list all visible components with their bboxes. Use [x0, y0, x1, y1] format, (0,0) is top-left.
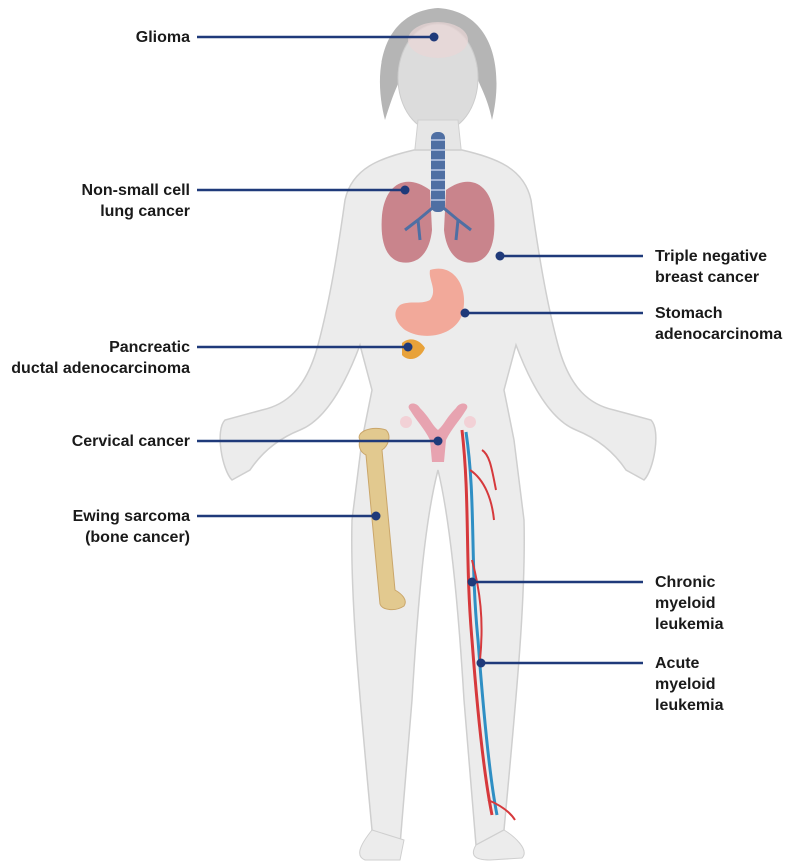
dot-glioma [429, 32, 439, 42]
label-pdac: Pancreatic ductal adenocarcinoma [11, 337, 190, 379]
label-stomach-line-1: Stomach [655, 305, 723, 322]
label-nsclc-line-1: Non-small cell [81, 182, 190, 199]
brain [408, 22, 468, 58]
label-cml-line-3: leukemia [655, 616, 724, 633]
dot-cervical [433, 436, 443, 446]
dot-nsclc [400, 185, 410, 195]
lungs [381, 181, 495, 263]
label-tnbc: Triple negative breast cancer [655, 246, 767, 288]
stomach [395, 268, 465, 336]
label-cml-line-2: myeloid [655, 595, 716, 612]
torso [219, 149, 657, 847]
dot-cml [467, 577, 477, 587]
label-cml-line-1: Chronic [655, 574, 716, 591]
right-foot [472, 829, 525, 861]
label-pdac-line-2: ductal adenocarcinoma [11, 360, 190, 377]
left-foot [359, 829, 405, 861]
label-ewing-line-2: (bone cancer) [85, 529, 190, 546]
dot-ewing [371, 511, 381, 521]
label-ewing: Ewing sarcoma (bone cancer) [73, 506, 190, 548]
label-glioma: Glioma [136, 27, 190, 48]
label-nsclc: Non-small cell lung cancer [82, 180, 190, 222]
dot-aml [476, 658, 486, 668]
femur-bone [358, 427, 406, 611]
label-pdac-line-1: Pancreatic [109, 339, 190, 356]
leader-lines [197, 35, 643, 665]
dot-tnbc [495, 251, 505, 261]
label-aml-line-1: Acute [655, 655, 700, 672]
label-stomach: Stomach adenocarcinoma [655, 303, 782, 345]
leg-vessels [460, 429, 516, 821]
label-stomach-line-2: adenocarcinoma [655, 326, 783, 343]
dot-stomach [460, 308, 470, 318]
label-aml: Acute myeloid leukemia [655, 653, 723, 716]
label-cervical: Cervical cancer [72, 431, 190, 452]
label-cml: Chronic myeloid leukemia [655, 572, 723, 635]
uterus [400, 403, 476, 462]
dot-pdac [403, 342, 413, 352]
label-cervical-line-1: Cervical cancer [71, 433, 190, 450]
label-nsclc-line-2: lung cancer [100, 203, 190, 220]
label-tnbc-line-2: breast cancer [655, 269, 760, 286]
label-aml-line-2: myeloid [655, 676, 716, 693]
label-aml-line-3: leukemia [655, 697, 724, 714]
label-tnbc-line-1: Triple negative [655, 248, 768, 265]
leader-dots [371, 32, 505, 668]
trachea [431, 132, 445, 212]
body-silhouette [219, 8, 657, 861]
label-glioma-line-1: Glioma [135, 29, 190, 46]
label-ewing-line-1: Ewing sarcoma [72, 508, 190, 525]
